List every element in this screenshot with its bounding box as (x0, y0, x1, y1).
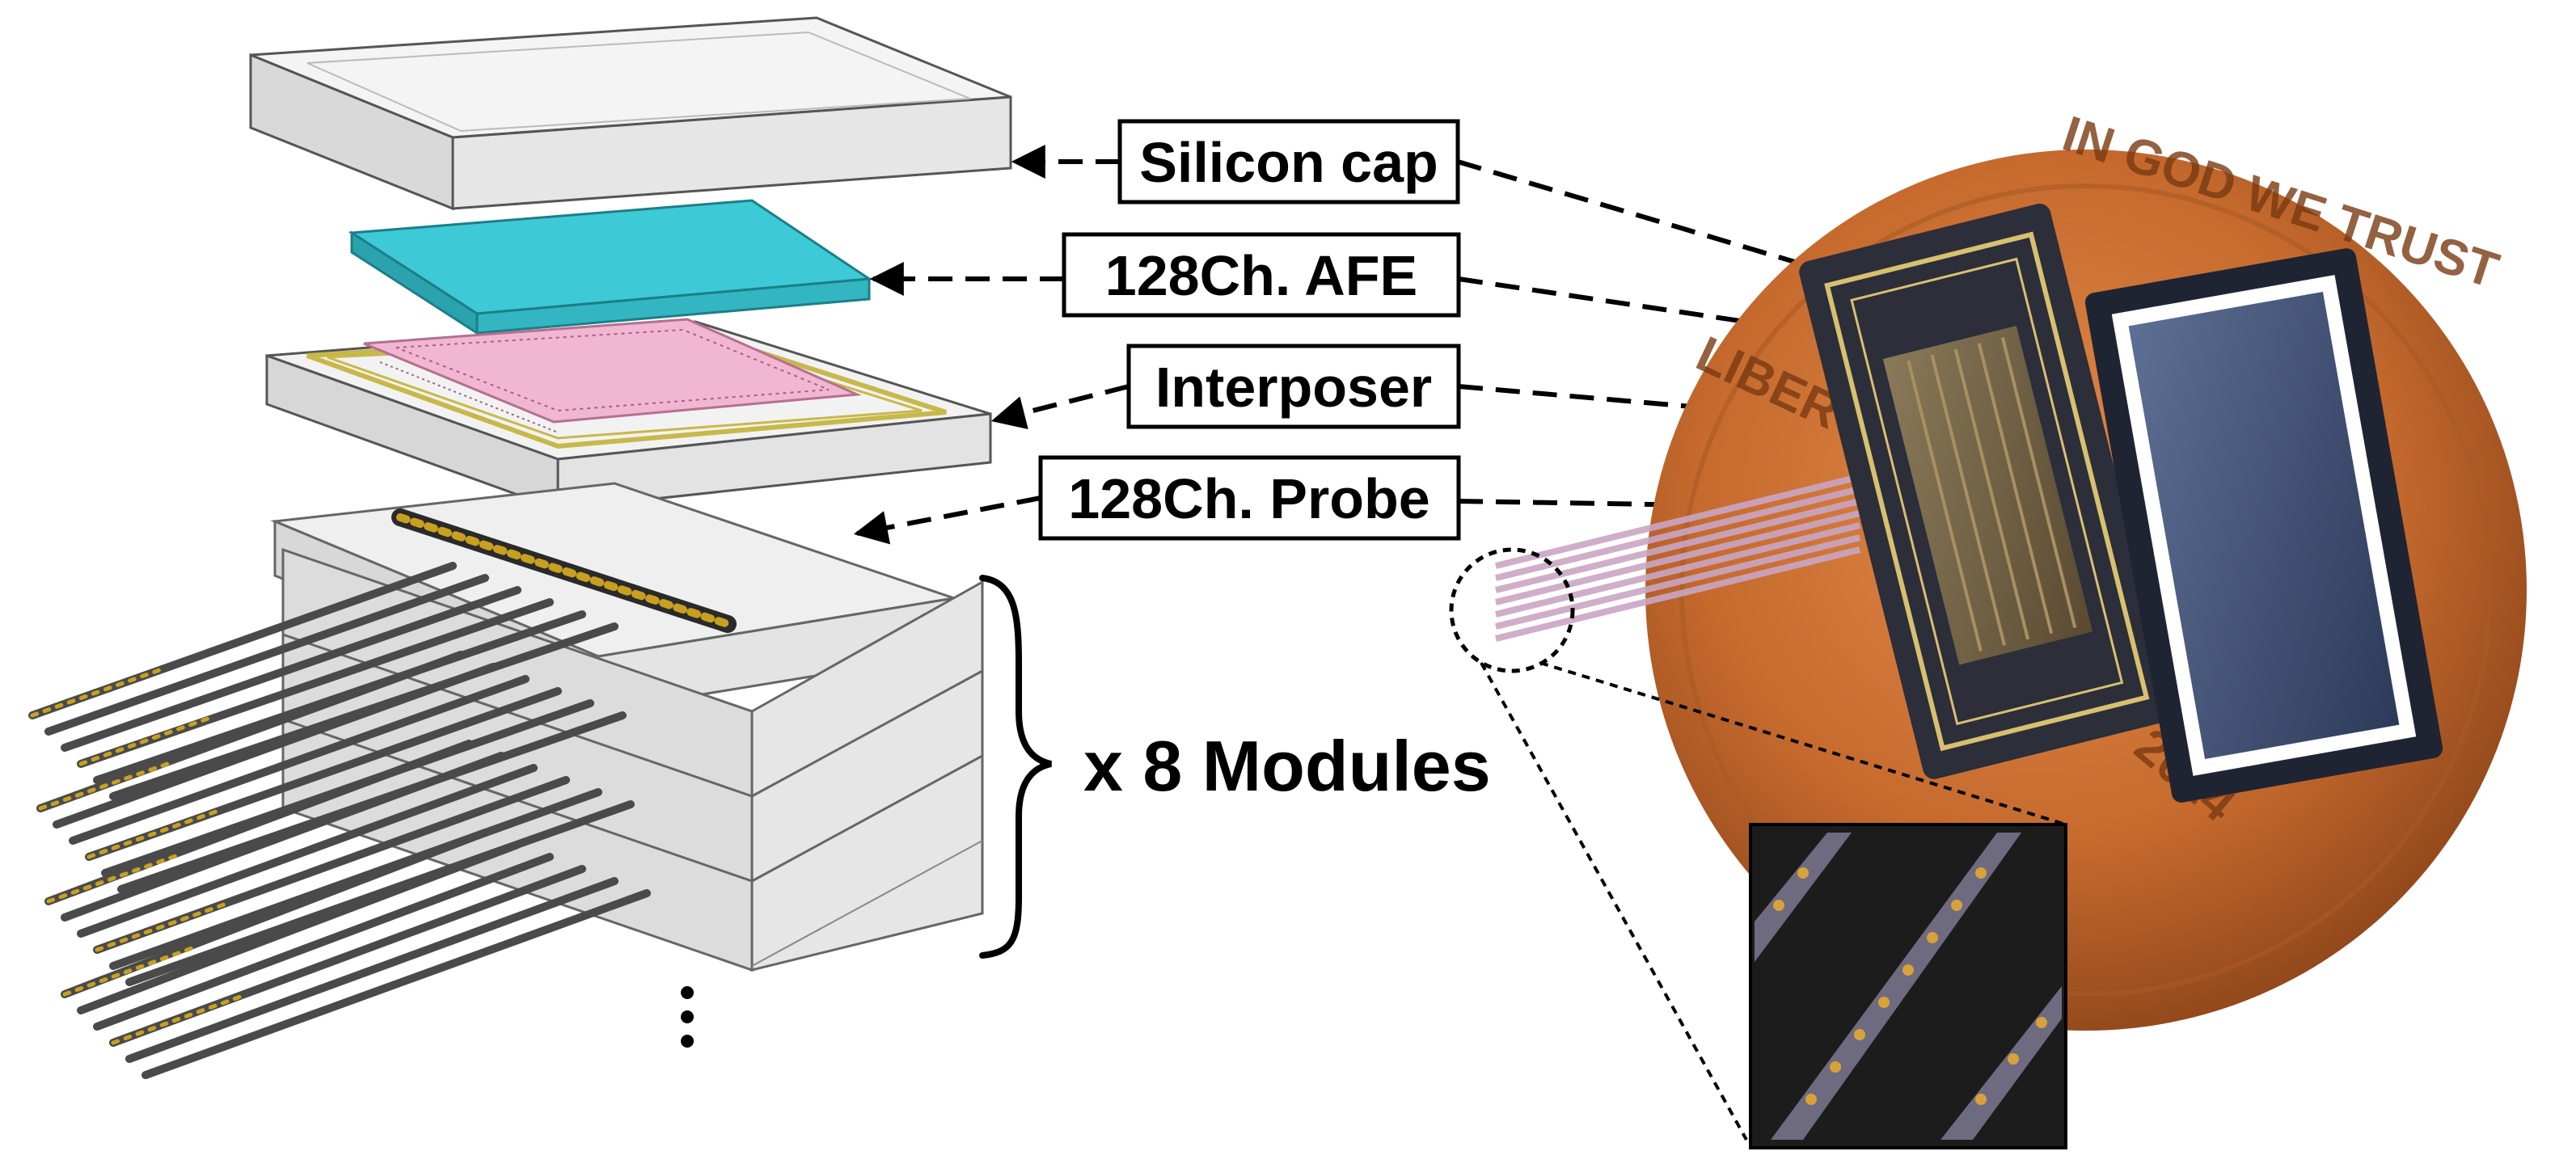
shank-group-3 (44, 740, 635, 986)
shank-group-4 (61, 829, 651, 1079)
arrow-interposer-left (990, 384, 1130, 430)
modules-label: x 8 Modules (1083, 726, 1491, 806)
arrow-probe-left (853, 496, 1041, 545)
continuation-dots (681, 986, 694, 1048)
magnifier-circle (1449, 547, 1575, 673)
magnifier-lead-left (1480, 662, 1748, 1141)
shank-group-1 (28, 562, 619, 800)
silicon-cap-photo (2084, 248, 2443, 803)
interposer-label: Interposer (1155, 356, 1432, 419)
exploded-stack (28, 16, 1052, 1079)
probe-tip-inset (1749, 823, 2067, 1149)
arrow-probe-right (1458, 490, 1852, 525)
afe-layer (348, 199, 873, 335)
probe-label: 128Ch. Probe (1068, 467, 1429, 530)
module-brace (979, 575, 1052, 959)
afe-callout: 128Ch. AFE (1062, 232, 1461, 318)
afe-chip-photo (1799, 203, 2175, 779)
probe-ribbon (1495, 474, 1860, 642)
probe-callout: 128Ch. Probe (1038, 455, 1461, 541)
coin-photo: IN GOD WE TRUST LIBER 2014 (1449, 106, 2527, 1149)
probe-shanks (28, 562, 651, 1079)
interposer-callout: Interposer (1126, 344, 1461, 429)
callout-labels: Silicon cap 128Ch. AFE Interposer 128Ch.… (1038, 119, 1461, 541)
afe-label: 128Ch. AFE (1105, 244, 1417, 307)
silicon-cap-label: Silicon cap (1139, 131, 1438, 194)
magnifier-lead-right (1539, 661, 2067, 826)
silicon-cap-layer (249, 16, 1012, 211)
interposer-layer (265, 318, 992, 512)
probe-pad-row (391, 508, 737, 633)
silicon-cap-callout: Silicon cap (1117, 119, 1460, 205)
